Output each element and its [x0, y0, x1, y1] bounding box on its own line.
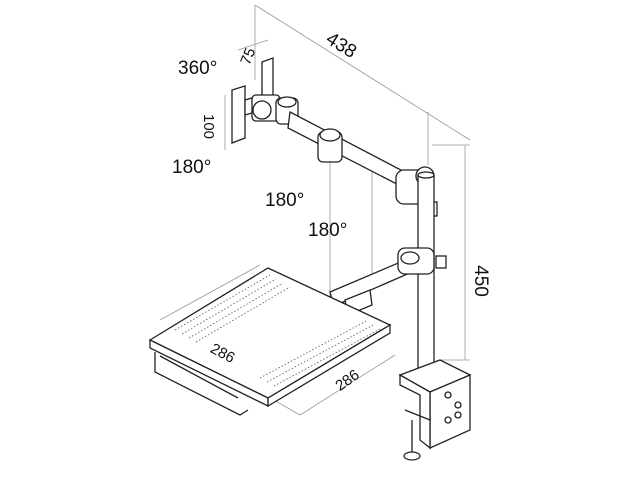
- tilt-rotation-label: 180°: [172, 157, 212, 178]
- arm2-rotation-label: 180°: [308, 220, 348, 241]
- upper-arm: [287, 110, 438, 217]
- laptop-tray: [148, 267, 392, 416]
- height-dimension-label: 450: [469, 265, 491, 297]
- desk-clamp: [398, 359, 472, 461]
- tray-vent-pattern: [174, 274, 383, 387]
- tilt-head: [251, 94, 299, 125]
- lower-arm: [329, 247, 447, 316]
- arm1-rotation-label: 180°: [265, 190, 305, 211]
- rotation-360-label: 360°: [178, 58, 218, 79]
- vesa-height-label: 100: [200, 113, 218, 140]
